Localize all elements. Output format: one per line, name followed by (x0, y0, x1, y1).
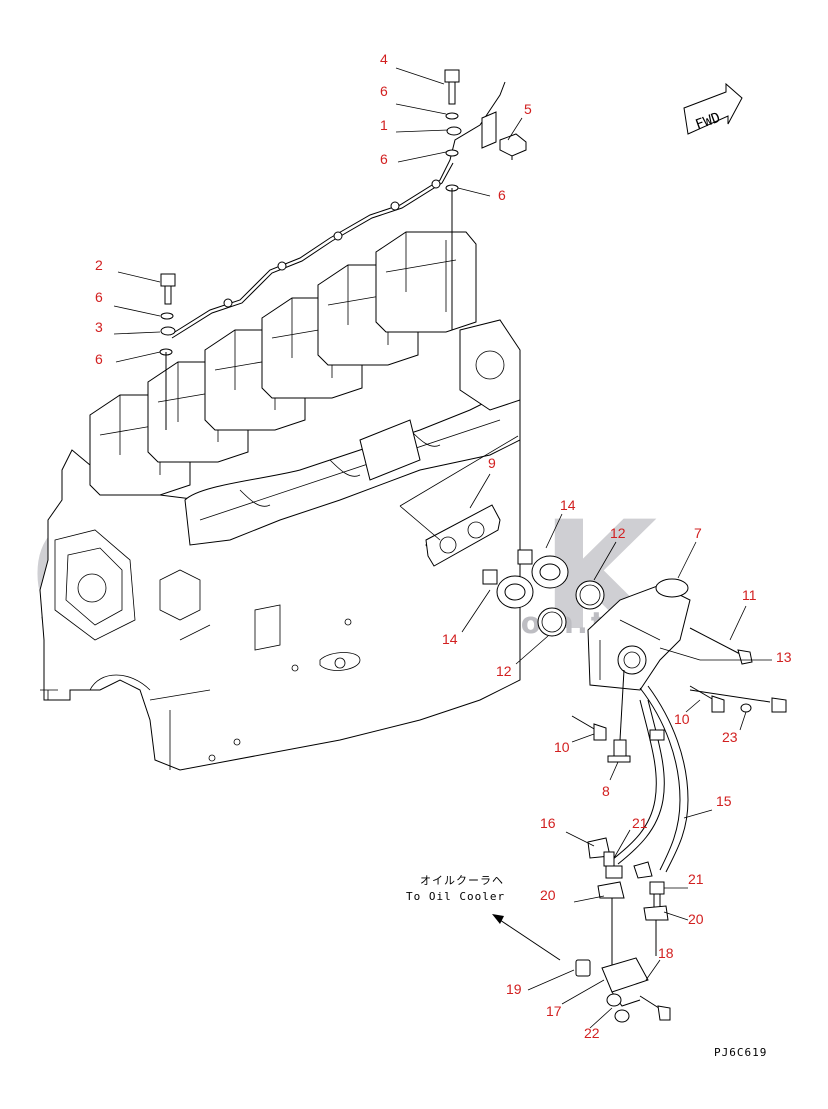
bracket-assembly (492, 914, 671, 1023)
callout-14: 14 (442, 631, 458, 647)
fwd-arrow-icon: FWD (683, 82, 743, 135)
callout-7: 7 (694, 525, 702, 541)
callout-13: 13 (776, 649, 792, 665)
note-english: To Oil Cooler (406, 890, 505, 903)
leader-lines (113, 67, 772, 1029)
callout-20: 20 (688, 911, 704, 927)
fittings-top (159, 69, 462, 430)
callout-14: 14 (560, 497, 576, 513)
housing-bolts (571, 627, 787, 741)
callout-23: 23 (722, 729, 738, 745)
callout-12: 12 (610, 525, 626, 541)
callouts: 4 6 1 5 6 6 2 6 3 6 9 14 12 7 14 12 11 1… (95, 51, 792, 1041)
callout-2: 2 (95, 257, 103, 273)
thermostats (482, 549, 605, 637)
callout-12: 12 (496, 663, 512, 679)
callout-18: 18 (658, 945, 674, 961)
exhaust-manifold (184, 319, 521, 546)
clamps (587, 837, 669, 968)
callout-11: 11 (742, 587, 757, 603)
callout-16: 16 (540, 815, 556, 831)
callout-1: 1 (380, 117, 388, 133)
callout-6: 6 (380, 83, 388, 99)
gasket-9 (425, 504, 501, 567)
callout-6: 6 (380, 151, 388, 167)
callout-17: 17 (546, 1003, 562, 1019)
engine-block (39, 429, 521, 771)
cylinder-heads (89, 231, 477, 496)
callout-6: 6 (95, 289, 103, 305)
hose-15 (611, 685, 689, 873)
drawing-code: PJ6C619 (714, 1046, 767, 1059)
callout-21: 21 (632, 815, 648, 831)
callout-19: 19 (506, 981, 522, 997)
callout-6: 6 (498, 187, 506, 203)
callout-20: 20 (540, 887, 556, 903)
callout-9: 9 (488, 455, 496, 471)
callout-22: 22 (584, 1025, 600, 1041)
callout-6: 6 (95, 351, 103, 367)
callout-15: 15 (716, 793, 732, 809)
callout-21: 21 (688, 871, 704, 887)
callout-10: 10 (554, 739, 570, 755)
callout-8: 8 (602, 783, 610, 799)
callout-10: 10 (674, 711, 690, 727)
sensor-8 (607, 669, 631, 763)
callout-4: 4 (380, 51, 388, 67)
callout-5: 5 (524, 101, 532, 117)
note-japanese: オイルクーラヘ (420, 874, 504, 887)
thermostat-housing (587, 578, 691, 691)
oil-pipe (169, 81, 527, 339)
callout-3: 3 (95, 319, 103, 335)
